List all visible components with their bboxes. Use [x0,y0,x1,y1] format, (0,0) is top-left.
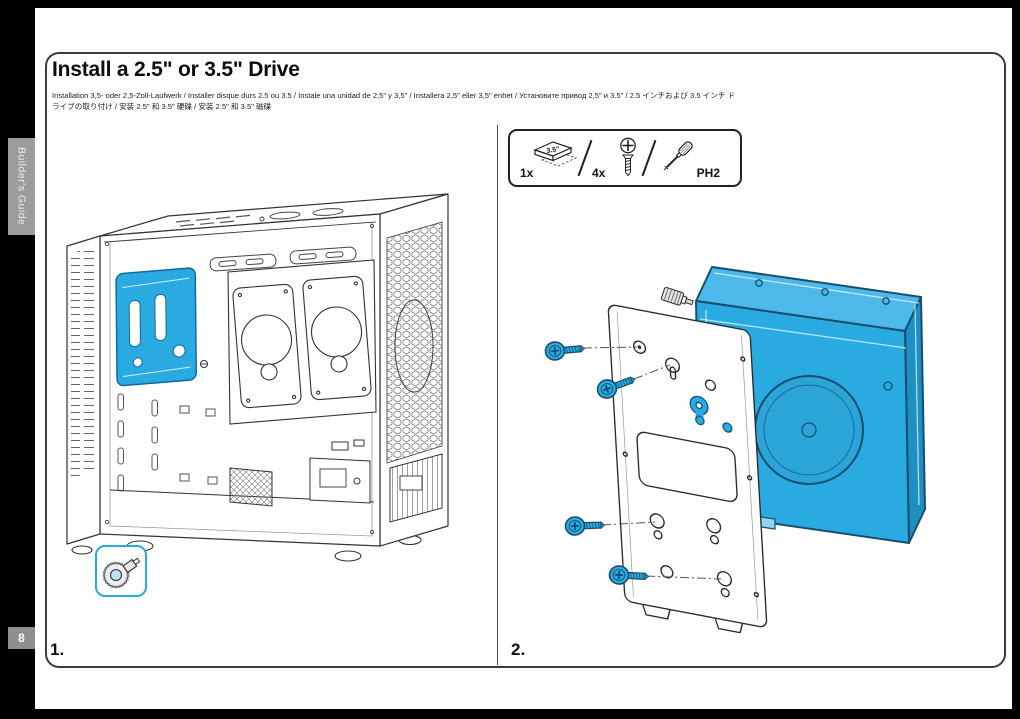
front-panel-vents [71,245,94,479]
drive-qty-label: 1x [520,166,534,180]
drive-install-illustration [544,266,926,633]
fan-outline [394,299,434,393]
bracket-thumbscrew [660,286,694,306]
builders-guide-tab: Builder's Guide [8,138,35,235]
drive-bracket [607,304,768,633]
screwdriver-icon [663,141,693,171]
cable-bars [209,246,357,272]
drive-3-5-icon: 3.5" [533,141,578,167]
fan-mesh [386,221,443,464]
page-number-badge: 8 [8,627,35,649]
drive-size-label: 3.5" [546,146,560,155]
parts-list: 1x 3.5" 4x [508,129,742,187]
step-2-label: 2. [511,640,526,659]
builders-guide-tab-label: Builder's Guide [15,147,28,226]
shroud-cutout [309,439,371,504]
screw-guide-lines [582,346,722,580]
top-oval-cutout [269,211,301,220]
step-2-panel: 1x 3.5" 4x [497,125,1006,668]
page-number: 8 [18,631,25,645]
thumbscrew-detail-badge [95,545,147,597]
cable-slots [117,393,218,492]
mounting-screws [544,341,650,585]
page-title: Install a 2.5" or 3.5" Drive [52,58,300,81]
thumbscrew-icon [102,557,141,589]
part-screwdriver: PH2 [656,133,720,183]
case-illustration [66,193,449,562]
ssd-trays [232,275,372,409]
part-screws: 4x [592,133,642,183]
step-1-panel: 1. [45,125,497,668]
mounting-screw [564,516,606,536]
subtitle-line-1: Installation 3,5- oder 2,5-Zoll-Laufwerk… [52,91,736,100]
screwdriver-label: PH2 [696,166,720,180]
screw-icon [620,137,636,177]
mounted-bracket [115,267,197,387]
part-drive: 1x 3.5" [520,133,578,183]
top-vents [175,214,251,227]
blue-keyhole-slot [689,395,733,433]
manual-page: Install a 2.5" or 3.5" Drive Installatio… [35,8,1012,709]
slash-divider [641,139,657,177]
mounting-screw [544,341,586,361]
screw-qty-label: 4x [592,166,606,180]
panel-divider [497,125,498,665]
psu-label [399,475,423,491]
psu-fan-grille [229,467,273,507]
top-oval-cutout [312,208,344,216]
subtitle-line-2: ライブの取り付け / 安装 2.5" 和 3.5" 硬碟 / 安装 2.5" 和… [52,102,272,111]
bracket-screw [199,359,209,369]
page-subtitle: Installation 3,5- oder 2,5-Zoll-Laufwerk… [52,90,997,112]
slash-divider [577,139,593,177]
step-1-label: 1. [50,640,65,659]
mounting-screw [608,565,650,585]
mounting-screw [596,376,636,399]
